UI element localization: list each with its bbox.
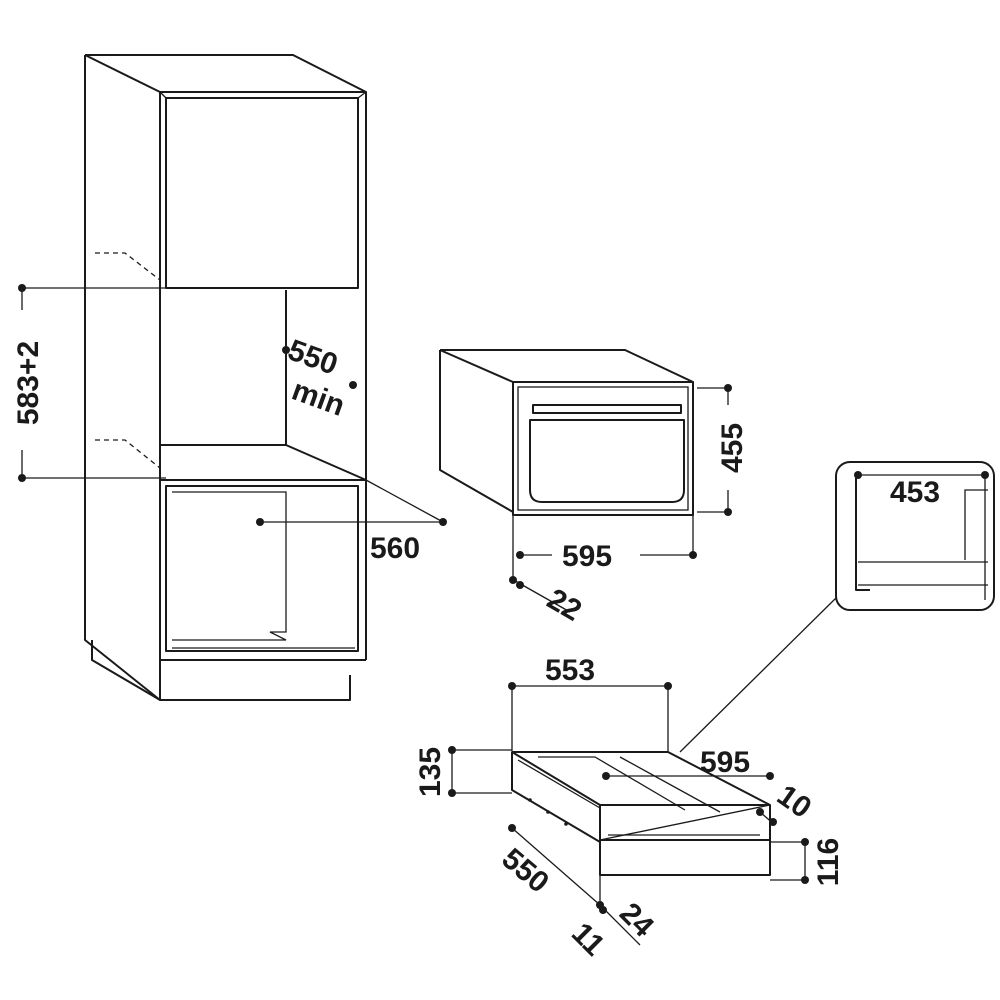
oven-window [529, 419, 685, 503]
dim-dot [724, 384, 732, 392]
dim-dot [801, 838, 809, 846]
dim-detail-height: 453 [890, 476, 940, 509]
dim-dot [18, 284, 26, 292]
dim-dot [689, 551, 697, 559]
dim-drawer-top-width: 553 [545, 654, 595, 687]
dashed-shelf-upper [95, 252, 161, 281]
dim-drawer-height: 135 [414, 747, 447, 797]
dim-cabinet-width: 560 [370, 532, 420, 565]
dim-dot [516, 581, 524, 589]
lower-door-inner [172, 491, 287, 641]
dashed-shelf-lower [95, 439, 161, 469]
dim-drawer-front-height: 116 [812, 838, 845, 886]
dim-dot [801, 876, 809, 884]
warming-drawer: 553 595 10 135 116 550 11 [414, 654, 845, 962]
dim-dot [766, 772, 774, 780]
dim-drawer-side-gap: 10 [771, 779, 817, 825]
dim-cabinet-height: 583+2 [12, 341, 45, 425]
dim-dot [448, 789, 456, 797]
dim-dot [599, 906, 607, 914]
dim-oven-height: 455 [716, 423, 749, 473]
detail-leader-line [679, 597, 837, 753]
plinth-front [160, 675, 351, 701]
dim-dot [756, 808, 764, 816]
dim-dot [508, 824, 516, 832]
dim-dot [282, 346, 290, 354]
dim-dot [508, 682, 516, 690]
dim-dot [256, 518, 264, 526]
dim-dot [516, 551, 524, 559]
oven-body-top [440, 349, 694, 383]
dim-dot [349, 381, 357, 389]
oven-appliance: 455 595 22 [439, 349, 749, 628]
detail-callout: 453 [679, 461, 995, 753]
dim-dot [724, 508, 732, 516]
dim-cabinet-depth: 550 [284, 334, 342, 382]
dim-dot [18, 474, 26, 482]
dim-drawer-front-width: 595 [700, 746, 750, 779]
dim-dot [439, 518, 447, 526]
dim-cabinet-depth-qualifier: min [288, 374, 349, 423]
lower-door [165, 485, 359, 652]
drawer-front [599, 839, 771, 876]
dim-drawer-depth: 550 [496, 842, 556, 899]
niche-floor-edge [285, 444, 367, 481]
drawer-side [511, 752, 601, 843]
dim-dot [981, 471, 989, 479]
dim-drawer-bottom-right: 24 [613, 897, 660, 944]
dim-dot [664, 682, 672, 690]
tall-cabinet: 583+2 550 min 560 [12, 54, 447, 701]
dim-oven-offset: 22 [542, 582, 587, 627]
plinth-side [91, 640, 161, 701]
dim-dot [448, 746, 456, 754]
cabinet-top [85, 54, 367, 93]
dim-dot [854, 471, 862, 479]
dim-dot [509, 576, 517, 584]
oven-front-frame [512, 381, 694, 516]
dim-oven-width: 595 [562, 540, 612, 573]
oven-body-side [439, 350, 514, 513]
dim-dot [602, 772, 610, 780]
dim-dot [769, 818, 777, 826]
upper-door [165, 97, 359, 289]
detail-frame [835, 461, 995, 611]
cabinet-side-panel [84, 54, 161, 701]
dim-drawer-bottom-left: 11 [565, 917, 611, 963]
oven-handle [532, 404, 682, 414]
